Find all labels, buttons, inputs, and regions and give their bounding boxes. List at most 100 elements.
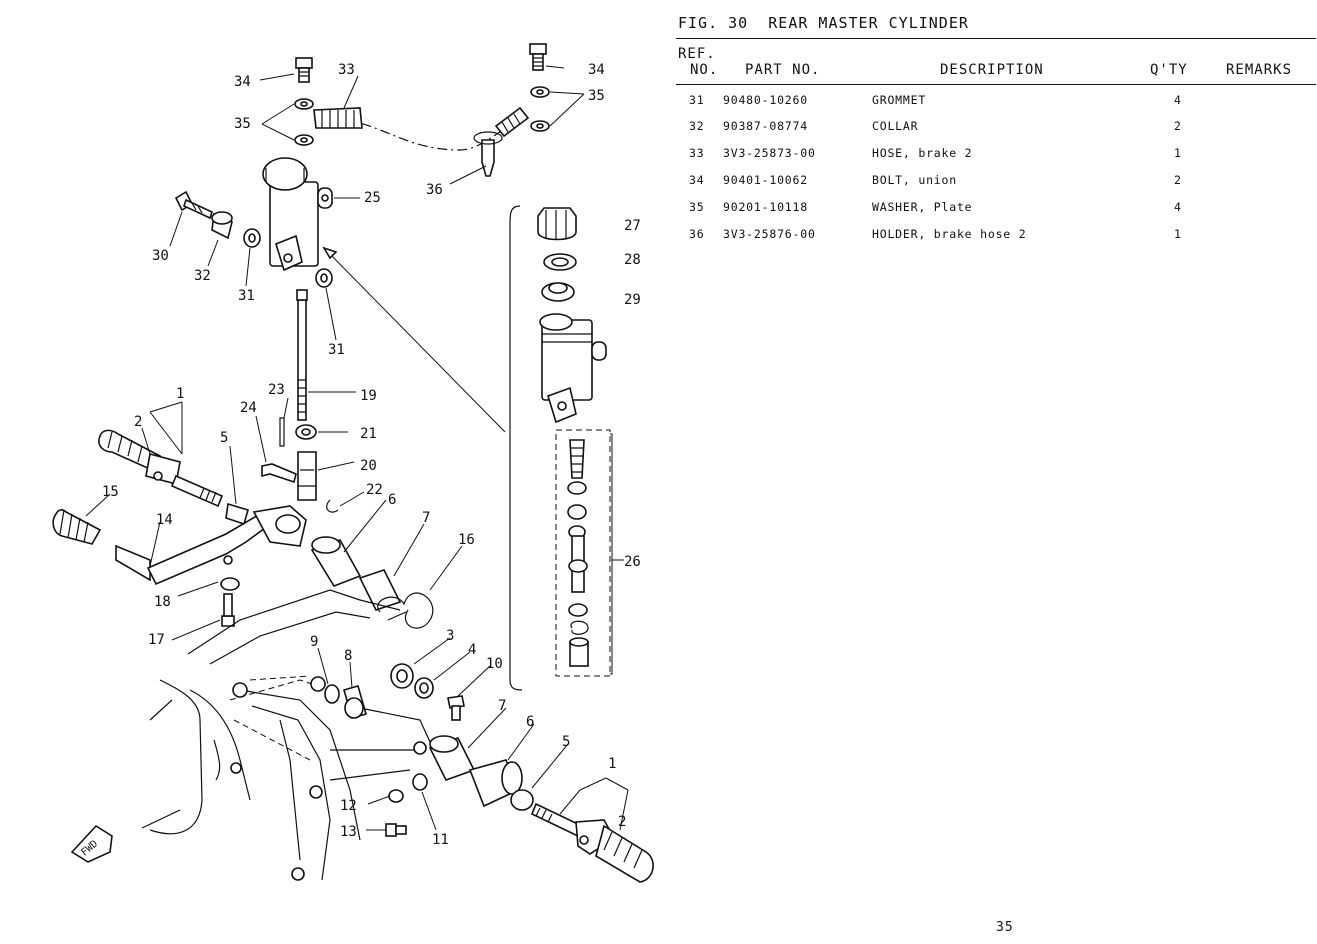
callout-35: 35 [234,116,251,132]
bushing-7 [358,569,402,611]
callout-21: 21 [360,426,377,442]
callout-25: 25 [364,190,381,206]
callout-14: 14 [156,512,173,528]
callout-2: 2 [134,414,142,430]
brake-hose-fitting-right [494,106,530,138]
circlip [570,620,589,635]
callout-31: 31 [238,288,255,304]
callout-2: 2 [618,814,626,830]
washer-9 [324,684,340,704]
callout-32: 32 [194,268,211,284]
fwd-direction-mark: FWD [70,824,113,863]
callout-20: 20 [360,458,377,474]
callout-1: 1 [176,386,184,402]
callout-18: 18 [154,594,171,610]
callout-17: 17 [148,632,165,648]
clevis-pin [261,463,297,484]
row-qty: 2 [1174,119,1182,133]
row-part-no: 3V3-25873-00 [723,146,816,160]
page-number: 35 [996,920,1014,935]
washer-18 [220,577,240,591]
callout-28: 28 [624,252,641,268]
row-part-no: 90480-10260 [723,93,808,107]
callout-23: 23 [268,382,285,398]
callout-34: 34 [588,62,605,78]
brake-pedal [52,505,307,586]
callout-1: 1 [608,756,616,772]
row-ref: 35 [689,200,705,214]
row-qty: 1 [1174,227,1182,241]
callout-6: 6 [388,492,396,508]
detail-bracket [509,205,523,691]
row-part-no: 90387-08774 [723,119,808,133]
header-rule [676,84,1316,85]
header-qty: Q'TY [1150,62,1188,78]
row-description: GROMMET [872,93,927,107]
callout-26: 26 [624,554,641,570]
push-rod [297,299,307,421]
footrest-left [98,429,224,508]
callout-7: 7 [422,510,430,526]
nut-11 [412,773,428,791]
callout-5: 5 [220,430,228,446]
row-qty: 2 [1174,173,1182,187]
detail-arrow [323,247,506,433]
callout-19: 19 [360,388,377,404]
callout-35: 35 [588,88,605,104]
clip [326,499,339,513]
return-spring [377,592,434,629]
row-description: WASHER, Plate [872,200,973,214]
callout-11: 11 [432,832,449,848]
row-ref: 33 [689,146,705,160]
row-ref: 36 [689,227,705,241]
master-cylinder [262,157,333,272]
callout-29: 29 [624,292,641,308]
header-remarks: REMARKS [1226,62,1293,78]
callout-27: 27 [624,218,641,234]
callout-24: 24 [240,400,257,416]
callout-34: 34 [234,74,251,90]
callout-9: 9 [310,634,318,650]
callout-15: 15 [102,484,119,500]
footrest-right [530,802,654,883]
cotter-pin [279,417,285,447]
callout-36: 36 [426,182,443,198]
callout-3: 3 [446,628,454,644]
footrest-collar [225,502,249,526]
row-qty: 4 [1174,93,1182,107]
collar-5b [510,789,534,811]
callout-8: 8 [344,648,352,664]
callout-10: 10 [486,656,503,672]
callout-13: 13 [340,824,357,840]
header-description: DESCRIPTION [940,62,1044,78]
row-ref: 31 [689,93,705,107]
nut-12 [388,789,404,803]
frame [141,589,431,881]
bolt-13 [385,823,397,837]
figure-title: FIG. 30 REAR MASTER CYLINDER [678,14,969,32]
clevis [297,451,317,501]
callout-12: 12 [340,798,357,814]
row-description: HOSE, brake 2 [872,146,973,160]
header-no: NO. [690,62,719,78]
callout-16: 16 [458,532,475,548]
row-part-no: 90401-10062 [723,173,808,187]
union-bolt-right [529,43,547,71]
row-qty: 1 [1174,146,1182,160]
callout-7: 7 [498,698,506,714]
header-part-no: PART NO. [745,62,821,78]
brake-hose-holder [481,139,495,177]
callout-6: 6 [526,714,534,730]
callout-4: 4 [468,642,476,658]
row-description: HOLDER, brake hose 2 [872,227,1027,241]
row-ref: 34 [689,173,705,187]
piston-spring [569,439,585,479]
callout-31: 31 [328,342,345,358]
bolt-10 [447,695,465,709]
exploded-view-diagram: FWD 34 33 34 35 35 36 25 30 32 31 31 27 … [52,43,654,883]
callout-30: 30 [152,248,169,264]
union-bolt-left [295,57,313,83]
reservoir-cap [537,207,577,241]
cylinder-body-detail [539,313,607,424]
row-description: BOLT, union [872,173,957,187]
